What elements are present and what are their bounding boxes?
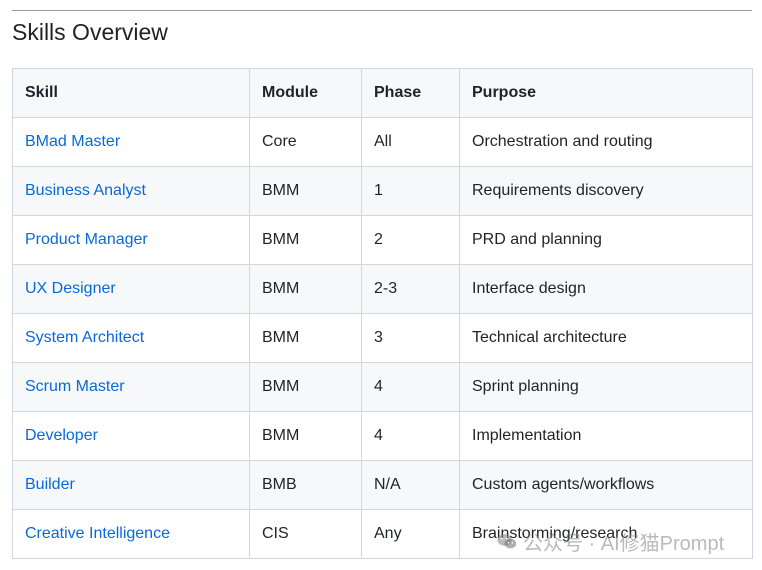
cell-phase: 2	[361, 215, 460, 265]
cell-purpose: Interface design	[459, 264, 753, 314]
skill-link-developer[interactable]: Developer	[25, 427, 98, 444]
skill-link-product-manager[interactable]: Product Manager	[25, 231, 148, 248]
cell-skill: Creative Intelligence	[12, 509, 250, 559]
skill-link-creative-intelligence[interactable]: Creative Intelligence	[25, 525, 170, 542]
table-row: BMad Master Core All Orchestration and r…	[12, 117, 753, 167]
cell-purpose: Technical architecture	[459, 313, 753, 363]
cell-module: BMM	[249, 362, 362, 412]
cell-skill: System Architect	[12, 313, 250, 363]
top-divider	[12, 10, 752, 11]
cell-module: BMB	[249, 460, 362, 510]
table-row: Creative Intelligence CIS Any Brainstorm…	[12, 509, 753, 559]
cell-phase: All	[361, 117, 460, 167]
table-row: System Architect BMM 3 Technical archite…	[12, 313, 753, 363]
table-row: Scrum Master BMM 4 Sprint planning	[12, 362, 753, 412]
cell-purpose: Implementation	[459, 411, 753, 461]
header-module: Module	[249, 68, 362, 118]
cell-module: BMM	[249, 215, 362, 265]
cell-purpose: PRD and planning	[459, 215, 753, 265]
cell-purpose: Requirements discovery	[459, 166, 753, 216]
cell-module: BMM	[249, 166, 362, 216]
skill-link-business-analyst[interactable]: Business Analyst	[25, 182, 146, 199]
cell-phase: 4	[361, 411, 460, 461]
table-row: Business Analyst BMM 1 Requirements disc…	[12, 166, 753, 216]
page-title: Skills Overview	[12, 19, 168, 45]
cell-skill: Builder	[12, 460, 250, 510]
cell-purpose: Sprint planning	[459, 362, 753, 412]
cell-skill: Business Analyst	[12, 166, 250, 216]
cell-purpose: Orchestration and routing	[459, 117, 753, 167]
skill-link-scrum-master[interactable]: Scrum Master	[25, 378, 125, 395]
cell-module: BMM	[249, 264, 362, 314]
cell-phase: 3	[361, 313, 460, 363]
cell-purpose: Custom agents/workflows	[459, 460, 753, 510]
cell-module: BMM	[249, 313, 362, 363]
cell-phase: 1	[361, 166, 460, 216]
skills-table: Skill Module Phase Purpose BMad Master C…	[12, 68, 753, 559]
table-header-row: Skill Module Phase Purpose	[12, 68, 753, 118]
skill-link-bmad-master[interactable]: BMad Master	[25, 133, 121, 150]
cell-skill: Scrum Master	[12, 362, 250, 412]
table-row: UX Designer BMM 2-3 Interface design	[12, 264, 753, 314]
cell-module: Core	[249, 117, 362, 167]
cell-skill: Product Manager	[12, 215, 250, 265]
cell-skill: UX Designer	[12, 264, 250, 314]
skill-link-ux-designer[interactable]: UX Designer	[25, 280, 116, 297]
cell-phase: Any	[361, 509, 460, 559]
cell-phase: 2-3	[361, 264, 460, 314]
table-row: Developer BMM 4 Implementation	[12, 411, 753, 461]
header-skill: Skill	[12, 68, 250, 118]
table-row: Product Manager BMM 2 PRD and planning	[12, 215, 753, 265]
header-phase: Phase	[361, 68, 460, 118]
skill-link-builder[interactable]: Builder	[25, 476, 75, 493]
cell-phase: 4	[361, 362, 460, 412]
cell-module: CIS	[249, 509, 362, 559]
cell-purpose: Brainstorming/research	[459, 509, 753, 559]
cell-skill: BMad Master	[12, 117, 250, 167]
skill-link-system-architect[interactable]: System Architect	[25, 329, 145, 346]
cell-skill: Developer	[12, 411, 250, 461]
header-purpose: Purpose	[459, 68, 753, 118]
cell-phase: N/A	[361, 460, 460, 510]
cell-module: BMM	[249, 411, 362, 461]
table-row: Builder BMB N/A Custom agents/workflows	[12, 460, 753, 510]
